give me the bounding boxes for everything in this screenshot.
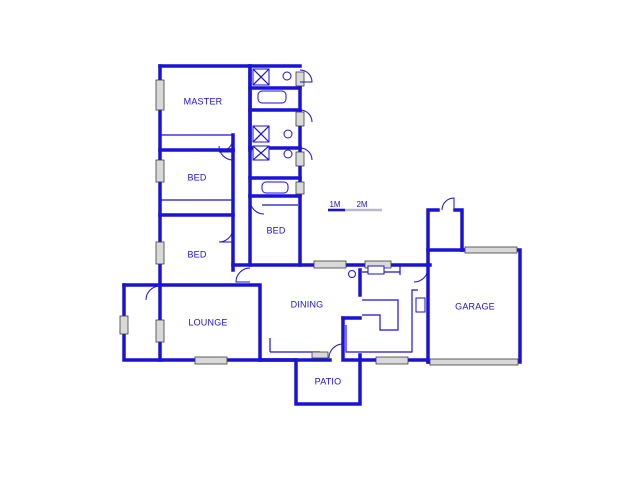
room-labels: MASTER BED BED BED LOUNGE DINING GARAGE … [184,96,495,386]
window-bed2 [155,241,165,265]
window-lounge-inner [155,319,165,343]
scale-label-1: 1M [329,200,340,209]
window-lounge-bottom [194,356,228,365]
window-bath3 [295,151,305,167]
window-patio-door [311,351,329,359]
window-kitchen-bottom [375,356,409,365]
scale-label-2: 2M [356,200,367,209]
room-label-bed3: BED [266,225,285,235]
room-label-patio: PATIO [315,376,342,386]
stove-icon [415,297,426,313]
bathtub-1-icon [257,90,287,104]
window-bath1 [295,71,305,87]
room-label-dining: DINING [291,299,324,309]
window-bath2 [295,111,305,127]
toilet-2-icon [283,129,293,139]
sink-icon [348,270,356,278]
room-label-bed2: BED [187,249,206,259]
fixtures [252,68,426,313]
room-label-bed1: BED [187,172,206,182]
window-dining [313,260,347,269]
bathtub-2-icon [261,181,289,194]
room-label-master: MASTER [184,96,223,106]
toilet-3-icon [283,149,293,159]
garage-door-bottom [429,358,519,366]
window-lounge-left [119,315,129,335]
garage-door-top [464,246,518,254]
window-master [155,79,165,111]
room-label-garage: GARAGE [455,301,495,311]
kitchen-sink-icon [367,265,385,275]
doors [145,69,455,359]
scale-bar: 1M 2M [328,200,382,212]
toilet-1-icon [282,71,292,81]
window-bed1 [155,159,165,183]
room-label-lounge: LOUNGE [188,317,227,327]
window-bath4 [295,181,305,195]
windows [119,71,519,366]
